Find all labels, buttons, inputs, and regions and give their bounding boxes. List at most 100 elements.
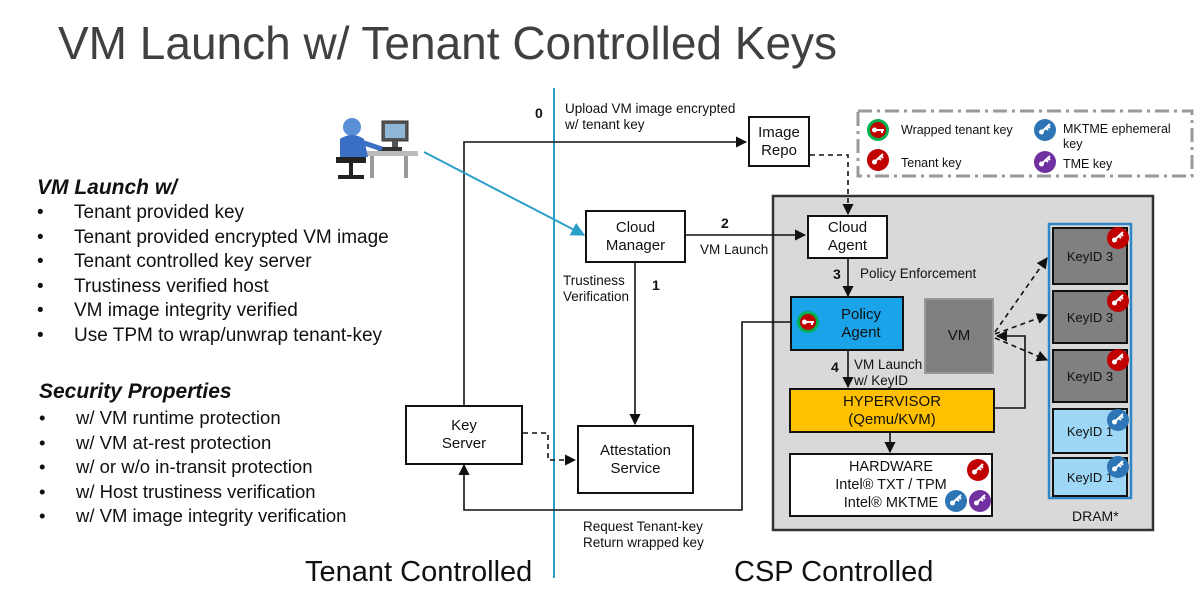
tenant-key-icon: [1107, 227, 1129, 249]
step-label: Trustiness: [563, 273, 625, 288]
legend-tenant-key: Tenant key: [901, 156, 962, 170]
image-repo-label: Repo: [761, 141, 797, 159]
step-3-number: 3: [833, 266, 841, 282]
cloud-agent-label: Agent: [827, 237, 868, 254]
vm-launch-list: Tenant provided key Tenant provided encr…: [37, 201, 389, 349]
policy-agent-label: Policy: [840, 305, 881, 323]
list-item: VM image integrity verified: [37, 299, 389, 324]
list-item: w/ VM image integrity verification: [39, 504, 346, 529]
list-item: Tenant controlled key server: [37, 250, 389, 275]
dram-slot-label: KeyID 1: [1066, 423, 1114, 439]
step-label: Request Tenant-key: [583, 519, 703, 534]
page-title: VM Launch w/ Tenant Controlled Keys: [58, 17, 838, 69]
tenant-key-icon: [1107, 349, 1129, 371]
security-properties-list: w/ VM runtime protection w/ VM at-rest p…: [39, 406, 346, 529]
hypervisor-to-vm-arrow: [995, 330, 1026, 409]
cloud-agent-label: Cloud: [827, 219, 868, 236]
vm-box: VM: [924, 298, 994, 374]
wrapped-tenant-key-icon: [867, 119, 889, 141]
cloud-manager-label: Manager: [605, 236, 666, 254]
step-label: Upload VM image encrypted: [565, 101, 736, 116]
list-item: w/ VM runtime protection: [39, 406, 346, 431]
vm-to-keyid3-c: [994, 337, 1049, 362]
tenant-key-icon: [967, 459, 989, 481]
legend-label: key: [1063, 137, 1083, 151]
request-tenant-key-arrow: [458, 321, 790, 511]
dram-slot-label: KeyID 3: [1066, 368, 1114, 384]
hardware-label: Intel® TXT / TPM: [835, 477, 947, 493]
tenant-user-icon: [336, 118, 418, 179]
mktme-ephemeral-key-icon: [945, 490, 967, 512]
hardware-label: Intel® MKTME: [843, 495, 939, 511]
cloud-manager-label: Cloud: [615, 218, 656, 236]
mktme-ephemeral-key-icon: [1107, 456, 1129, 478]
hypervisor-label: HYPERVISOR: [842, 392, 942, 410]
step-label: Verification: [563, 289, 630, 304]
user-to-cloud-manager-arrow: [423, 151, 586, 236]
dram-slot-label: KeyID 1: [1066, 469, 1114, 485]
legend-label: MKTME ephemeral: [1063, 122, 1171, 136]
list-item: w/ Host trustiness verification: [39, 480, 346, 505]
hypervisor-box: HYPERVISOR(Qemu/KVM): [789, 388, 995, 433]
security-properties-heading: Security Properties: [39, 380, 232, 403]
wrapped-tenant-key-icon: [797, 311, 819, 333]
key-server-label: Server: [441, 435, 487, 452]
csp-controlled-label: CSP Controlled: [734, 556, 934, 588]
step-4-number: 4: [831, 359, 839, 375]
legend-wrapped-tenant-key: Wrapped tenant key: [901, 123, 1013, 137]
image-repo-label: Image: [758, 123, 800, 141]
list-item: Use TPM to wrap/unwrap tenant-key: [37, 324, 389, 349]
step-2-label: VM Launch: [700, 242, 769, 257]
tenant-controlled-label: Tenant Controlled: [305, 556, 533, 588]
repo-to-cloud-agent-arrow: [810, 154, 854, 216]
step-0-number: 0: [535, 105, 543, 121]
legend-tme-key: TME key: [1063, 157, 1113, 171]
list-item: w/ VM at-rest protection: [39, 431, 346, 456]
list-item: Trustiness verified host: [37, 275, 389, 300]
step-3-label: Policy Enforcement: [860, 266, 977, 281]
step-label: VM Launch: [854, 357, 923, 372]
hypervisor-label: (Qemu/KVM): [848, 410, 936, 428]
dram-slot-keyid3: KeyID 3: [1052, 290, 1128, 344]
dram-frame: [1047, 222, 1133, 500]
step-2-number: 2: [721, 215, 729, 231]
step-label: w/ tenant key: [565, 117, 645, 132]
list-item: Tenant provided encrypted VM image: [37, 226, 389, 251]
tme-key-icon: [1034, 151, 1056, 173]
mktme-ephemeral-key-icon: [1034, 119, 1056, 141]
vm-label: VM: [947, 327, 971, 344]
list-item: Tenant provided key: [37, 201, 389, 226]
step-label: Return wrapped key: [583, 535, 704, 550]
dram-label: DRAM*: [1072, 508, 1119, 524]
attestation-label: Attestation: [600, 441, 671, 459]
policy-agent-label: Agent: [841, 323, 881, 341]
vm-launch-heading: VM Launch w/: [37, 176, 178, 199]
step-label: w/ KeyID: [854, 373, 909, 388]
vm-to-keyid3-a: [994, 257, 1048, 333]
dram-slot-label: KeyID 3: [1066, 248, 1114, 264]
tenant-key-icon: [1107, 290, 1129, 312]
vm-to-keyid3-b: [994, 313, 1049, 335]
step-1-number: 1: [652, 277, 660, 293]
legend-frame: [856, 109, 1194, 178]
key-server-label: Key: [451, 417, 477, 434]
keyserver-to-attestation-arrow: [523, 432, 577, 466]
mktme-ephemeral-key-icon: [1107, 409, 1129, 431]
attestation-label: Service: [610, 459, 661, 477]
tme-key-icon: [969, 490, 991, 512]
tenant-key-icon: [867, 149, 889, 171]
dram-slot-label: KeyID 3: [1066, 309, 1114, 325]
hardware-label: HARDWARE: [848, 459, 934, 475]
upload-image-arrow: [463, 136, 748, 405]
list-item: w/ or w/o in-transit protection: [39, 455, 346, 480]
